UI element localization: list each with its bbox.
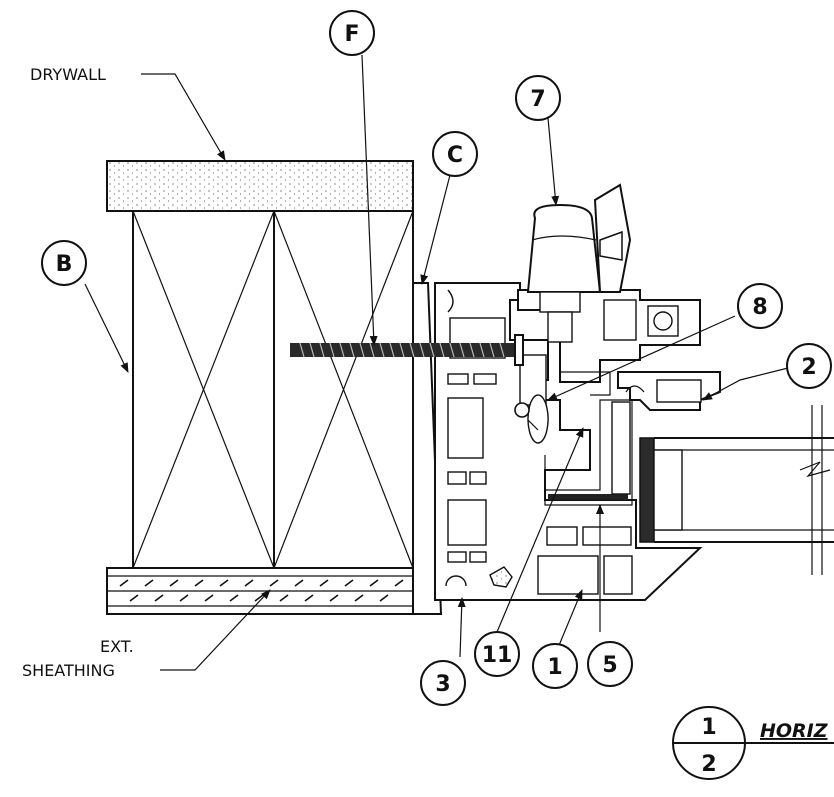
callout-11: 11 (474, 631, 520, 677)
ext-sheathing-label-line2: SHEATHING (22, 661, 115, 680)
sash-handle (526, 183, 632, 343)
window-frame (434, 282, 703, 601)
detail-number: 1 (701, 715, 716, 740)
svg-text:3: 3 (435, 672, 450, 697)
callout-7: 7 (515, 75, 561, 121)
svg-text:F: F (344, 22, 359, 47)
callout-3: 3 (420, 660, 466, 706)
exterior-sheathing (106, 567, 414, 615)
drywall-label: DRYWALL (30, 65, 106, 84)
detail-title-block: 1 2 HORIZ (672, 706, 834, 780)
svg-text:C: C (447, 143, 463, 168)
svg-text:2: 2 (801, 355, 816, 380)
svg-text:B: B (56, 252, 73, 277)
callout-5: 5 (587, 641, 633, 687)
detail-title: HORIZ (760, 720, 829, 742)
anchor-screw (290, 334, 524, 366)
svg-text:11: 11 (482, 643, 513, 668)
callout-C: C (432, 131, 478, 177)
ext-sheathing-label-line1: EXT. (100, 637, 134, 656)
sheet-number: 2 (701, 752, 716, 777)
glass-unit (639, 405, 834, 575)
callout-2: 2 (786, 343, 832, 389)
callout-B: B (41, 240, 87, 286)
leader-lines (84, 54, 789, 671)
svg-text:7: 7 (530, 87, 545, 112)
svg-text:5: 5 (602, 653, 617, 678)
callout-F: F (329, 10, 375, 56)
callout-8: 8 (737, 283, 783, 329)
svg-text:8: 8 (752, 295, 767, 320)
glazing-bead (544, 371, 721, 506)
callout-1: 1 (532, 643, 578, 689)
svg-text:1: 1 (547, 655, 562, 680)
drywall-panel (106, 160, 414, 212)
